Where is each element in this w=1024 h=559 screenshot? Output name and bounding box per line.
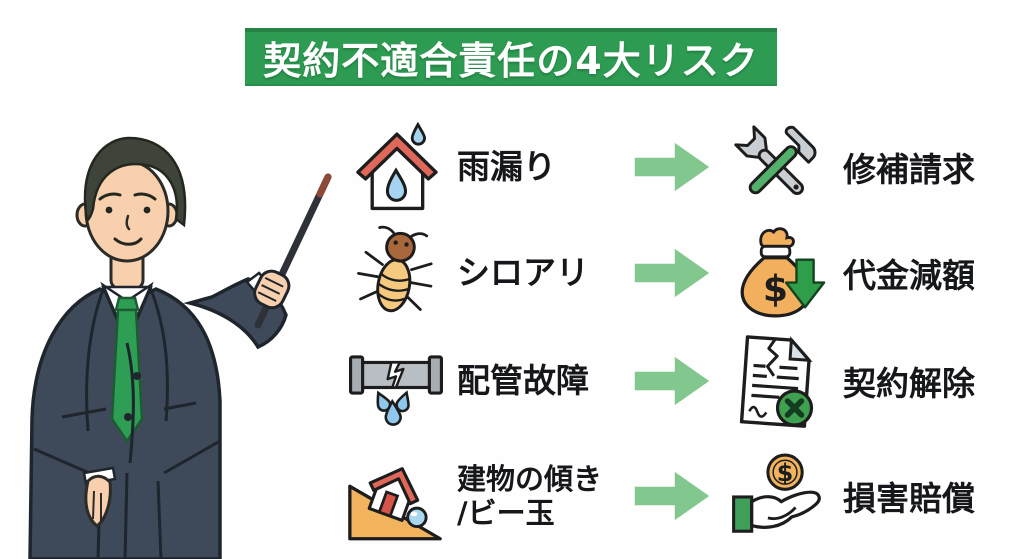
- risk-row-1: 雨漏り 修補請求: [345, 114, 1024, 220]
- tie: [114, 296, 140, 312]
- hand-fist: [253, 269, 291, 310]
- broken-pipe-icon: [348, 355, 444, 426]
- page-title: 契約不適合責任の4大リスク: [263, 38, 759, 83]
- risk-label-3: 配管故障: [457, 360, 589, 400]
- torn-contract-icon: [739, 335, 814, 428]
- tilted-house-marble-icon: [348, 467, 442, 541]
- risk-row-2: シロアリ $ 代金減額: [345, 220, 1024, 326]
- consequence-label-3: 契約解除: [843, 364, 975, 403]
- svg-text:$: $: [763, 268, 788, 311]
- arrow-right-icon: [634, 248, 710, 298]
- arrow-right-icon: [634, 356, 710, 406]
- termite-icon: [357, 225, 433, 313]
- arrow-right-icon: [634, 142, 710, 192]
- hair: [83, 136, 187, 228]
- title-banner: 契約不適合責任の4大リスク: [245, 28, 777, 86]
- businessman-illustration: [28, 136, 332, 559]
- arrow-right-icon: [634, 471, 710, 521]
- repair-tools-icon: [734, 125, 817, 195]
- consequence-label-2: 代金減額: [843, 256, 975, 295]
- risk-row-3: 配管故障 契約解除: [345, 328, 1024, 434]
- money-bag-decrease-icon: $: [740, 227, 826, 318]
- consequence-label-1: 修補請求: [843, 150, 975, 189]
- rain-leak-house-icon: [356, 121, 438, 211]
- risk-label-4: 建物の傾き /ビー玉: [457, 461, 603, 530]
- risk-label-2: シロアリ: [457, 252, 589, 292]
- risk-label-1: 雨漏り: [457, 146, 556, 186]
- consequence-label-4: 損害賠償: [843, 479, 975, 518]
- svg-text:$: $: [777, 459, 794, 487]
- hand-coin-icon: $: [732, 453, 821, 533]
- risk-row-4: 建物の傾き /ビー玉 $ 損害賠償: [345, 436, 1024, 556]
